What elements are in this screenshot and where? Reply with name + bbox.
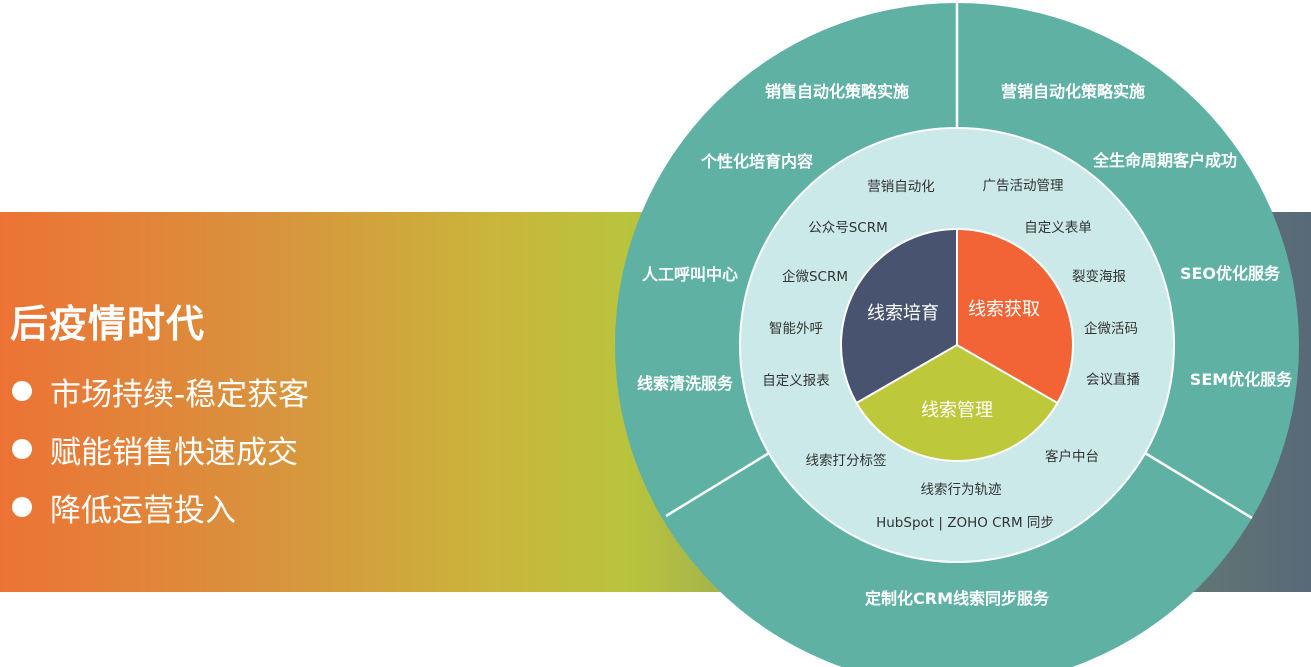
benefit-list: 市场持续-稳定获客 赋能销售快速成交 降低运营投入 bbox=[12, 362, 309, 536]
benefit-text: 降低运营投入 bbox=[50, 492, 236, 529]
divider-left bbox=[665, 451, 770, 518]
inner-label: 线索打分标签 bbox=[806, 452, 887, 469]
core-label-nurture: 线索培育 bbox=[867, 303, 939, 324]
benefit-text: 赋能销售快速成交 bbox=[50, 434, 298, 471]
inner-label: 自定义报表 bbox=[762, 373, 830, 389]
outer-label: SEM优化服务 bbox=[1190, 370, 1293, 389]
core-label-acquire: 线索获取 bbox=[968, 299, 1040, 320]
outer-label: SEO优化服务 bbox=[1180, 264, 1281, 283]
divider-right bbox=[1144, 451, 1253, 520]
benefit-item: 市场持续-稳定获客 bbox=[12, 362, 309, 420]
benefit-item: 降低运营投入 bbox=[12, 478, 309, 536]
inner-label: 自定义表单 bbox=[1024, 220, 1092, 236]
bullet-dot-icon bbox=[12, 497, 32, 517]
inner-label: 公众号SCRM bbox=[808, 220, 888, 236]
core-label-manage: 线索管理 bbox=[921, 400, 993, 421]
headline: 后疫情时代 bbox=[10, 302, 206, 346]
inner-label: 智能外呼 bbox=[769, 321, 823, 337]
core-divider bbox=[856, 344, 958, 404]
benefit-text: 市场持续-稳定获客 bbox=[50, 376, 310, 413]
benefit-item: 赋能销售快速成交 bbox=[12, 420, 309, 478]
outer-label: 人工呼叫中心 bbox=[642, 265, 738, 284]
inner-label: 企微活码 bbox=[1084, 320, 1138, 337]
inner-label: 企微SCRM bbox=[782, 268, 848, 285]
bullet-dot-icon bbox=[12, 439, 32, 459]
inner-label: 裂变海报 bbox=[1072, 269, 1126, 285]
inner-label: 营销自动化 bbox=[867, 179, 935, 195]
inner-label: HubSpot | ZOHO CRM 同步 bbox=[876, 515, 1054, 531]
core-divider bbox=[956, 344, 1058, 404]
outer-label: 线索清洗服务 bbox=[637, 374, 734, 393]
outer-label: 全生命周期客户成功 bbox=[1092, 151, 1237, 170]
bullet-dot-icon bbox=[12, 381, 32, 401]
outer-label: 销售自动化策略实施 bbox=[765, 82, 909, 101]
inner-label: 会议直播 bbox=[1086, 372, 1140, 388]
outer-label: 营销自动化策略实施 bbox=[1001, 82, 1145, 101]
outer-label: 定制化CRM线索同步服务 bbox=[864, 589, 1050, 608]
inner-label: 客户中台 bbox=[1045, 448, 1099, 465]
inner-label: 广告活动管理 bbox=[983, 178, 1064, 194]
core-sector-nurture bbox=[840, 228, 957, 403]
core-sector-acquire bbox=[957, 228, 1074, 403]
inner-label: 线索行为轨迹 bbox=[921, 482, 1002, 498]
outer-label: 个性化培育内容 bbox=[700, 152, 813, 171]
